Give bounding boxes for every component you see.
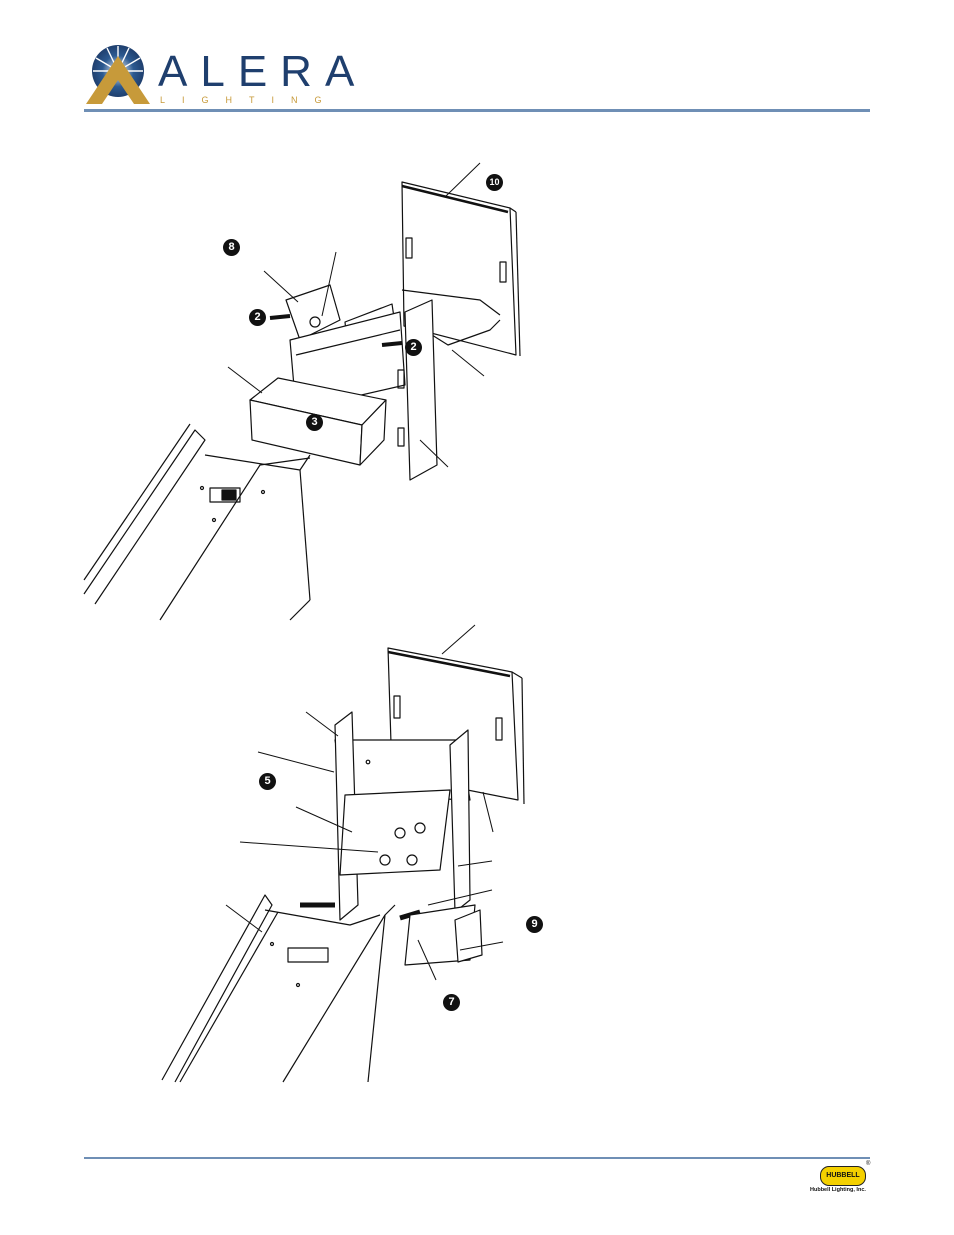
hubbell-logo-badge: HUBBELL <box>820 1166 866 1186</box>
callout-10: 10 <box>486 174 503 191</box>
callout-2-left: 2 <box>249 309 266 326</box>
fixture-housing-lower <box>162 895 395 1082</box>
callout-3: 3 <box>306 414 323 431</box>
callout-2-right: 2 <box>405 339 422 356</box>
end-clip-lower <box>405 905 482 965</box>
callout-5: 5 <box>259 773 276 790</box>
fixture-housing-upper <box>84 424 310 620</box>
registered-mark: ® <box>866 1161 870 1167</box>
junction-bracket-lower <box>300 712 470 920</box>
side-plate-upper <box>398 300 437 480</box>
footer-divider <box>84 1157 870 1159</box>
callout-7: 7 <box>443 994 460 1011</box>
callout-8: 8 <box>223 239 240 256</box>
hubbell-caption: Hubbell Lighting, Inc. <box>810 1187 866 1193</box>
callout-9: 9 <box>526 916 543 933</box>
